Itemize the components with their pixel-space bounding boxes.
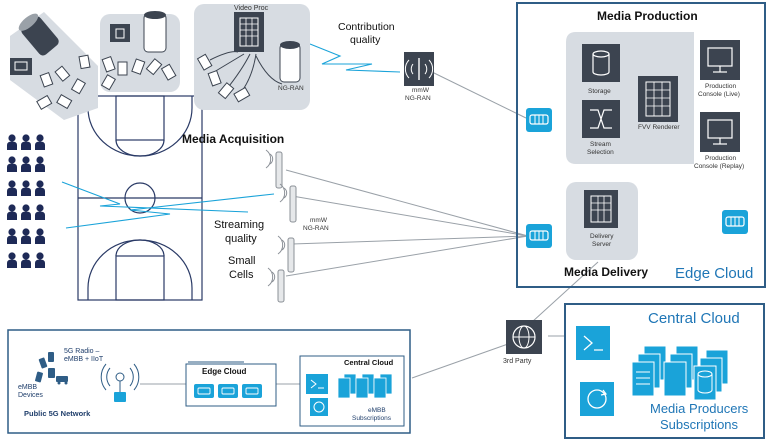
central-cloud-subtitle-2: Subscriptions <box>660 417 739 432</box>
mmw-mid-label-1: mmW <box>310 217 327 224</box>
terminal-icon <box>576 326 610 360</box>
camera-cluster-1 <box>10 12 98 120</box>
small-cells-label-2: Cells <box>229 269 254 281</box>
contribution-label-2: quality <box>350 34 381 46</box>
public-central-cloud-label: Central Cloud <box>344 358 394 367</box>
public-edge-cloud-label: Edge Cloud <box>202 367 247 376</box>
radio-label-2: eMBB + IIoT <box>64 356 104 363</box>
radio-label-1: 5G Radio – <box>64 348 100 355</box>
public-5g-frame <box>7 329 411 434</box>
media-acquisition-title: Media Acquisition <box>182 132 285 146</box>
console-replay-label-2: Console (Replay) <box>694 163 745 170</box>
embb-subs-label-1: eMBB <box>368 407 386 414</box>
embb-devices-label-2: Devices <box>18 392 43 399</box>
video-proc-label: Video Proc <box>234 5 269 12</box>
delivery-server-label-1: Delivery <box>590 233 614 240</box>
audience-person-icon <box>7 156 17 172</box>
audience-person-icon <box>21 134 31 150</box>
audience-person-icon <box>7 180 17 196</box>
delivery-server-icon <box>584 190 618 228</box>
audience-icons <box>7 134 45 268</box>
central-cloud-frame <box>564 303 765 439</box>
gateway-chip-icons <box>526 108 748 248</box>
audience-person-icon <box>7 228 17 244</box>
stream-selection-label-2: Selection <box>587 149 614 156</box>
storage-label: Storage <box>588 88 611 95</box>
public-network-label: Public 5G Network <box>24 409 91 418</box>
public-central-icons <box>306 373 393 416</box>
video-proc-panel <box>194 4 310 110</box>
camera-cluster-2 <box>100 11 180 92</box>
central-cloud-subtitle-1: Media Producers <box>650 401 749 416</box>
radio-tower-icon <box>100 363 140 402</box>
audience-person-icon <box>21 204 31 220</box>
small-cells-label-1: Small <box>228 255 256 267</box>
audience-person-icon <box>21 180 31 196</box>
contribution-label-1: Contribution <box>338 21 395 33</box>
embb-devices-label-1: eMBB <box>18 384 38 391</box>
small-cell-waves <box>265 149 288 287</box>
audience-person-icon <box>21 228 31 244</box>
media-production-title: Media Production <box>597 9 698 23</box>
audience-person-icon <box>35 228 45 244</box>
audience-person-icon <box>21 156 31 172</box>
ng-ran-label: NG-RAN <box>278 85 304 92</box>
server-stack-icons <box>631 345 729 401</box>
audience-person-icon <box>21 252 31 268</box>
storage-icon <box>582 44 620 82</box>
small-cells <box>275 151 297 303</box>
audience-person-icon <box>7 204 17 220</box>
third-party-label: 3rd Party <box>503 358 532 365</box>
fvv-renderer-icon <box>638 76 678 122</box>
mmw-top-label-2: NG-RAN <box>405 95 431 102</box>
edge-cloud-frame <box>516 2 766 288</box>
edge-cloud-title: Edge Cloud <box>675 265 754 282</box>
audience-person-icon <box>35 252 45 268</box>
audience-person-icon <box>35 204 45 220</box>
console-live-icon <box>700 40 740 80</box>
mmw-antenna-top <box>404 52 434 86</box>
audience-person-icon <box>7 252 17 268</box>
sync-icon <box>580 382 614 416</box>
third-party-globe-icon <box>506 320 542 354</box>
stream-selection-icon <box>582 100 620 138</box>
basketball-court <box>77 95 203 301</box>
audience-person-icon <box>35 156 45 172</box>
embb-subs-label-2: Subscriptions <box>352 415 392 422</box>
console-live-label-2: Console (Live) <box>698 91 740 98</box>
streaming-label-2: quality <box>225 233 257 245</box>
streaming-label-1: Streaming <box>214 219 265 231</box>
console-replay-icon <box>700 112 740 152</box>
console-replay-label-1: Production <box>705 155 737 162</box>
delivery-server-label-2: Server <box>592 241 612 248</box>
audience-person-icon <box>35 180 45 196</box>
audience-person-icon <box>35 134 45 150</box>
console-live-label-1: Production <box>705 83 737 90</box>
phone-icons <box>35 352 68 385</box>
fvv-renderer-label: FVV Renderer <box>638 124 680 131</box>
central-cloud-title: Central Cloud <box>648 310 740 327</box>
radio-signal-lines <box>61 43 401 229</box>
mmw-top-label-1: mmW <box>412 87 429 94</box>
media-delivery-title: Media Delivery <box>564 265 649 279</box>
public-central-cloud-box <box>299 355 405 427</box>
public-edge-cloud-box <box>185 363 277 407</box>
public-edge-chips <box>194 384 262 398</box>
stream-selection-label-1: Stream <box>590 141 611 148</box>
mmw-mid-label-2: NG-RAN <box>303 225 329 232</box>
